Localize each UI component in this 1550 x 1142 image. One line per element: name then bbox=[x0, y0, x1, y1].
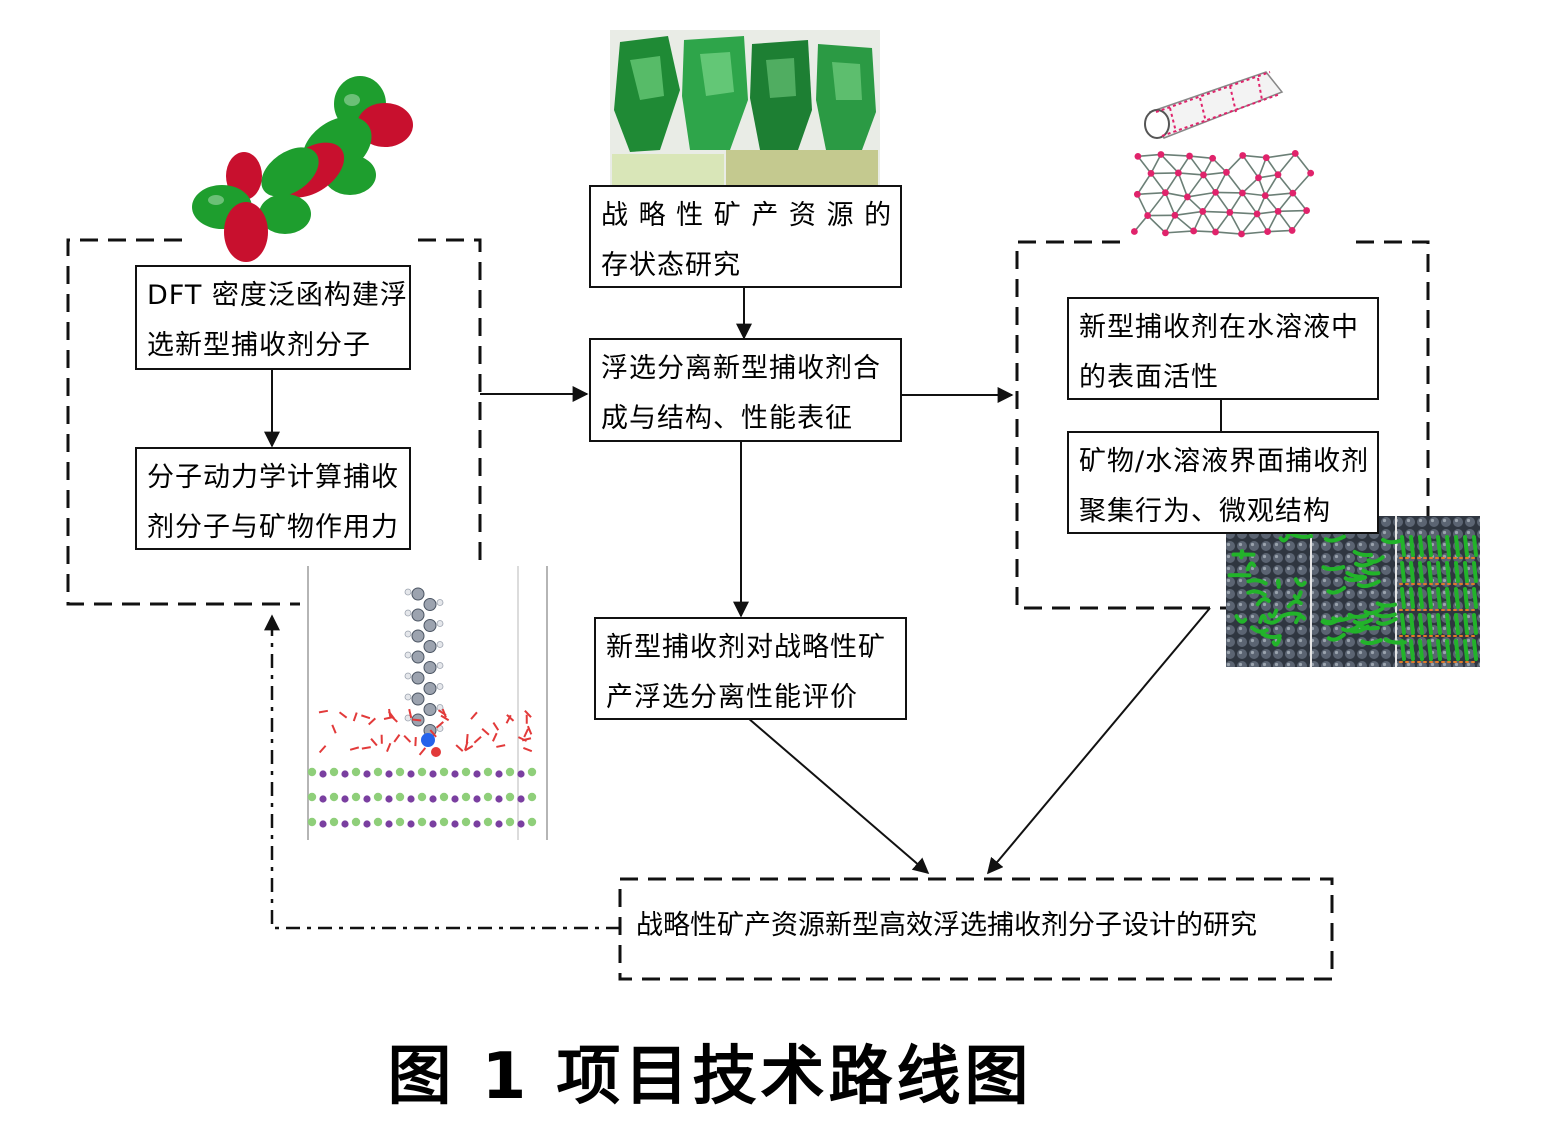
molecular-orbital-image bbox=[192, 76, 413, 262]
arrow-right-to-goal bbox=[986, 607, 1211, 875]
evaluation-line-2: 产浮选分离性能评价 bbox=[606, 682, 858, 713]
figure-caption: 图 1 项目技术路线图 bbox=[387, 1040, 1033, 1114]
synthesis-characterization-box: 浮选分离新型捕收剂合 成与结构、性能表征 bbox=[589, 338, 902, 442]
synthesis-line-1: 浮选分离新型捕收剂合 bbox=[601, 353, 881, 384]
evaluation-line-1: 新型捕收剂对战略性矿 bbox=[606, 632, 886, 663]
flotation-evaluation-box: 新型捕收剂对战略性矿 产浮选分离性能评价 bbox=[594, 617, 907, 720]
occurrence-state-box: 战 略 性 矿 产 资 源 的 赋 存状态研究 bbox=[589, 185, 902, 288]
surfactant-aggregation-image bbox=[1226, 516, 1480, 667]
interface-line-1: 矿物/水溶液界面捕收剂 bbox=[1079, 446, 1370, 477]
adsorption-simulation-image bbox=[306, 566, 548, 840]
occurrence-line-1: 战 略 性 矿 产 资 源 的 赋 bbox=[601, 200, 902, 231]
dft-line-1: DFT 密度泛函构建浮 bbox=[147, 280, 408, 311]
occurrence-line-2: 存状态研究 bbox=[601, 250, 741, 281]
goal-box: 战略性矿产资源新型高效浮选捕收剂分子设计的研究 bbox=[626, 884, 1326, 974]
feedback-arrow bbox=[264, 614, 620, 930]
crystal-specimens-image bbox=[610, 30, 880, 186]
dft-line-2: 选新型捕收剂分子 bbox=[147, 330, 371, 361]
surface-activity-box: 新型捕收剂在水溶液中 的表面活性 bbox=[1067, 297, 1379, 400]
surface-line-2: 的表面活性 bbox=[1079, 362, 1219, 393]
left-group-frame bbox=[66, 238, 482, 606]
right-group-frame bbox=[1015, 240, 1430, 610]
nanotube-network-image bbox=[1130, 71, 1315, 238]
synthesis-line-2: 成与结构、性能表征 bbox=[601, 403, 853, 434]
surface-line-1: 新型捕收剂在水溶液中 bbox=[1079, 312, 1359, 343]
md-line-1: 分子动力学计算捕收 bbox=[147, 462, 399, 493]
interface-aggregation-box: 矿物/水溶液界面捕收剂 聚集行为、微观结构 bbox=[1067, 431, 1379, 534]
interface-line-2: 聚集行为、微观结构 bbox=[1079, 496, 1331, 527]
dft-construction-box: DFT 密度泛函构建浮 选新型捕收剂分子 bbox=[135, 265, 411, 370]
md-calculation-box: 分子动力学计算捕收 剂分子与矿物作用力 bbox=[135, 447, 411, 550]
md-line-2: 剂分子与矿物作用力 bbox=[147, 512, 399, 543]
goal-text: 战略性矿产资源新型高效浮选捕收剂分子设计的研究 bbox=[636, 910, 1257, 941]
arrow-evaluation-to-goal bbox=[747, 717, 930, 875]
